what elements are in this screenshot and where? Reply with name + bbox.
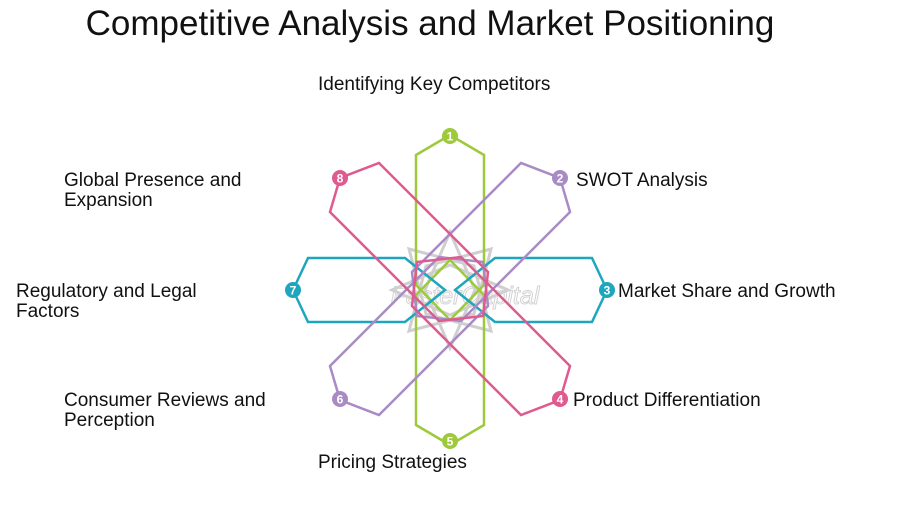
badge-5-number: 5 [447, 435, 454, 449]
petal-7 [291, 256, 448, 324]
badge-3: 3 [599, 282, 615, 298]
badge-4: 4 [552, 391, 568, 407]
petal-3 [452, 256, 609, 324]
badge-5: 5 [442, 433, 458, 449]
petal-2 [410, 161, 572, 323]
badge-1: 1 [442, 128, 458, 144]
label-identifying-key-competitors: Identifying Key Competitors [318, 74, 551, 95]
badge-3-number: 3 [604, 284, 611, 298]
label-global-presence-and-expansion: Global Presence and Expansion [64, 170, 242, 211]
label-pricing-strategies: Pricing Strategies [318, 452, 467, 473]
label-swot-analysis: SWOT Analysis [576, 170, 708, 191]
petal-8 [328, 161, 490, 323]
badge-2: 2 [552, 170, 568, 186]
label-consumer-reviews-and-perception: Consumer Reviews and Perception [64, 390, 266, 431]
badge-1-number: 1 [447, 130, 454, 144]
label-regulatory-and-legal-factors: Regulatory and Legal Factors [16, 281, 197, 322]
badge-6-number: 6 [337, 393, 344, 407]
label-market-share-and-growth: Market Share and Growth [618, 281, 836, 302]
badge-7: 7 [285, 282, 301, 298]
diagram-title: Competitive Analysis and Market Position… [85, 4, 775, 43]
petal-5 [414, 258, 486, 447]
petal-4 [410, 255, 572, 417]
badge-6: 6 [332, 391, 348, 407]
label-product-differentiation: Product Differentiation [573, 390, 761, 411]
petal-6 [328, 255, 490, 417]
center-star [388, 228, 512, 352]
badge-2-number: 2 [557, 172, 564, 186]
badge-4-number: 4 [557, 393, 564, 407]
badge-7-number: 7 [290, 284, 297, 298]
badge-8-number: 8 [337, 172, 344, 186]
badge-8: 8 [332, 170, 348, 186]
